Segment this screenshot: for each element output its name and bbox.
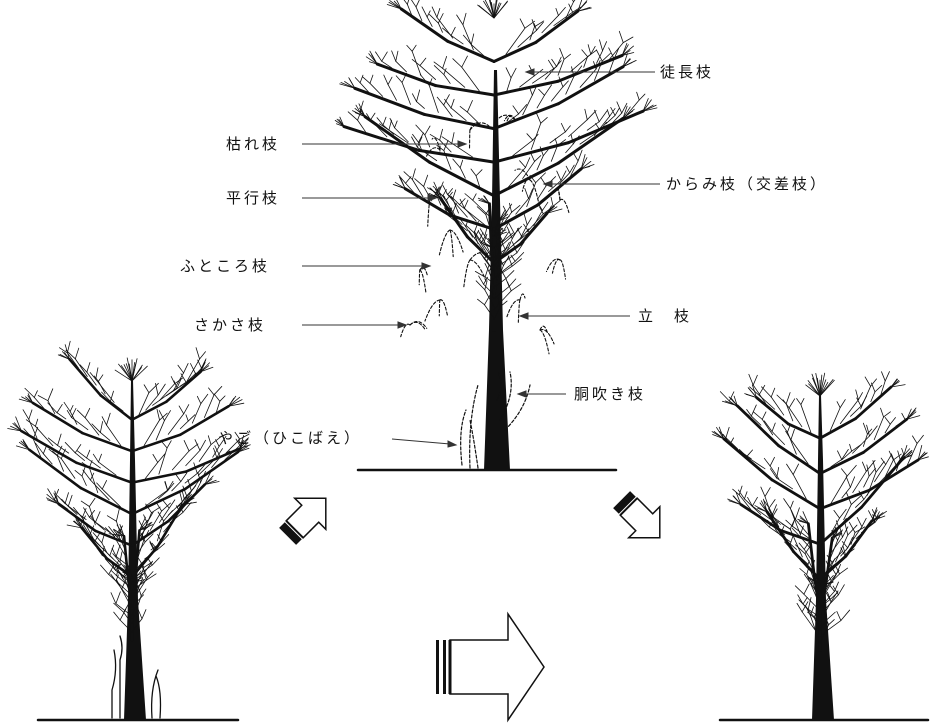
label-sucker: やご（ひこばえ）: [218, 429, 363, 447]
label-reverse-branch: さかさ枝: [194, 316, 267, 334]
label-tokucho-branch: 徒長枝: [660, 63, 715, 81]
label-trunk-sprout: 胴吹き枝: [574, 385, 647, 403]
label-inner-branch: ふところ枝: [180, 257, 271, 275]
label-parallel-branch: 平行枝: [226, 189, 281, 207]
leader-lines: [302, 68, 660, 448]
right-tree-after: [711, 371, 930, 722]
arrow-center-to-right: [613, 491, 661, 539]
label-vertical-branch: 立 枝: [638, 307, 693, 325]
label-dead-branch: 枯れ枝: [226, 135, 281, 153]
arrow-left-to-center: [279, 497, 327, 545]
label-crossing-branch: からみ枝（交差枝）: [666, 175, 829, 193]
left-tree-before: [7, 340, 251, 722]
center-tree: [334, 0, 658, 472]
arrow-left-to-right: [436, 611, 545, 723]
